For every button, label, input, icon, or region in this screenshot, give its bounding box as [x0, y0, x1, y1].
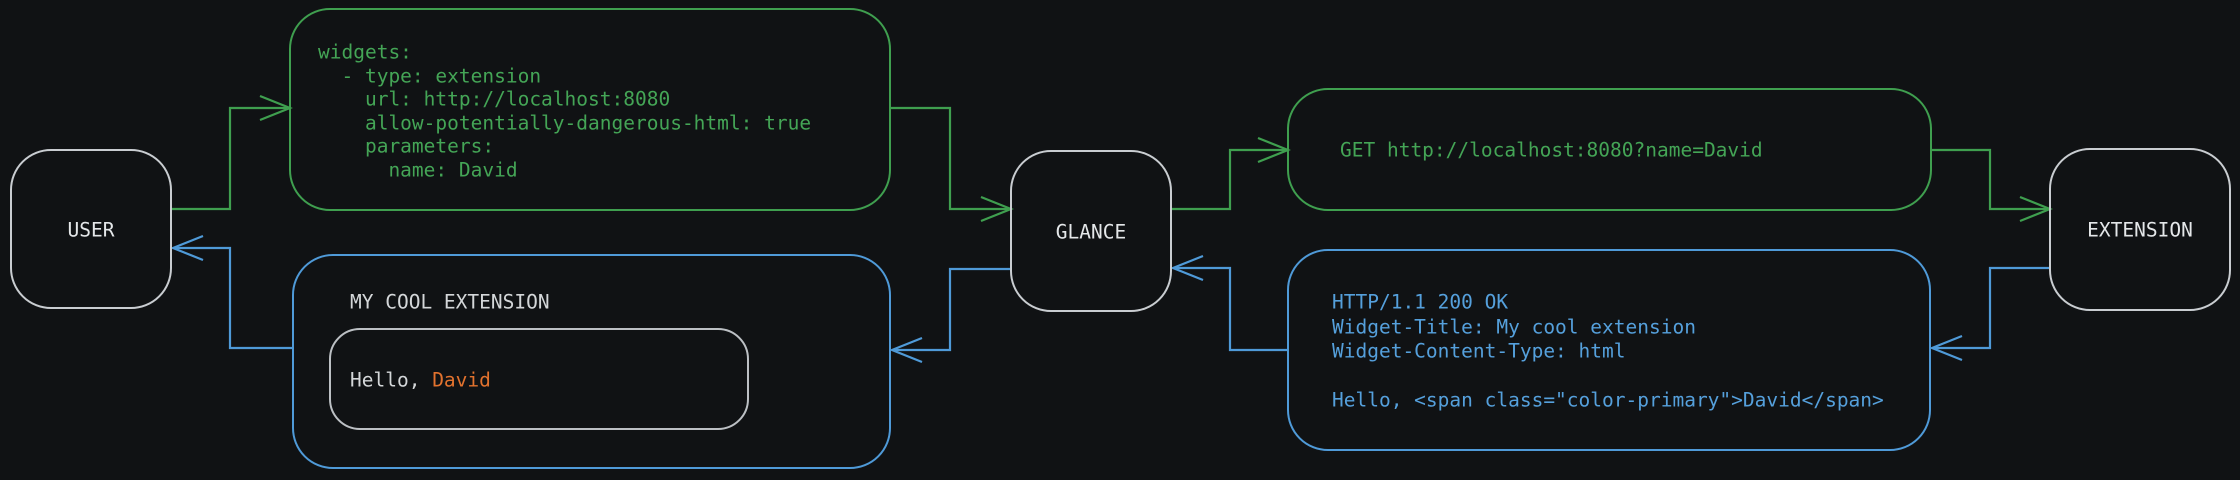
widget-inner-box: [329, 328, 749, 430]
widget-preview-border: [292, 254, 891, 469]
widget-greeting: Hello, David: [350, 369, 491, 392]
widget-greeting-prefix: Hello,: [350, 369, 432, 392]
edge-glance-to-widget: [889, 267, 1011, 364]
edge-widget-to-user: [170, 234, 293, 350]
extension-node: EXTENSION: [2049, 148, 2231, 311]
arrowhead-into-widget: [889, 336, 923, 364]
http-response-box: HTTP/1.1 200 OK Widget-Title: My cool ex…: [1287, 249, 1931, 451]
http-request-text: GET http://localhost:8080?name=David: [1340, 139, 1763, 162]
edge-user-to-config: [171, 94, 293, 211]
yaml-config-box: widgets: - type: extension url: http://l…: [289, 8, 891, 211]
glance-node: GLANCE: [1010, 150, 1172, 312]
arrowhead-into-glance-right: [1170, 254, 1204, 282]
response-line: HTTP/1.1 200 OK: [1332, 291, 1508, 314]
yaml-line: allow-potentially-dangerous-html: true: [318, 112, 811, 135]
yaml-line: - type: extension: [318, 65, 541, 88]
response-line: Widget-Content-Type: html: [1332, 340, 1626, 363]
yaml-config-border: [289, 8, 891, 211]
extension-node-box: [2049, 148, 2231, 311]
yaml-line: widgets:: [318, 41, 412, 64]
edge-request-to-extension: [1931, 148, 2053, 223]
extension-node-label: EXTENSION: [2087, 219, 2193, 242]
edge-response-to-glance: [1170, 254, 1288, 352]
yaml-line: parameters:: [318, 135, 494, 158]
user-node: USER: [10, 149, 172, 309]
arrowhead-into-user: [170, 234, 204, 262]
glance-node-label: GLANCE: [1056, 221, 1126, 244]
response-line: Widget-Title: My cool extension: [1332, 316, 1696, 339]
widget-preview-title: MY COOL EXTENSION: [350, 291, 550, 314]
edge-extension-to-response: [1929, 266, 2050, 362]
http-request-border: [1287, 88, 1932, 211]
widget-greeting-name: David: [432, 369, 491, 392]
http-response-border: [1287, 249, 1931, 451]
yaml-line: url: http://localhost:8080: [318, 88, 670, 111]
http-request-box: GET http://localhost:8080?name=David: [1287, 88, 1932, 211]
glance-node-box: [1010, 150, 1172, 312]
edge-glance-to-request: [1171, 136, 1291, 211]
user-node-label: USER: [68, 219, 115, 242]
edge-config-to-glance: [890, 106, 1014, 223]
response-line: Hello, <span class="color-primary">David…: [1332, 389, 1884, 412]
yaml-line: name: David: [318, 159, 518, 182]
user-node-box: [10, 149, 172, 309]
widget-preview-box: MY COOL EXTENSION Hello, David: [292, 254, 891, 469]
arrowhead-into-response: [1929, 334, 1963, 362]
